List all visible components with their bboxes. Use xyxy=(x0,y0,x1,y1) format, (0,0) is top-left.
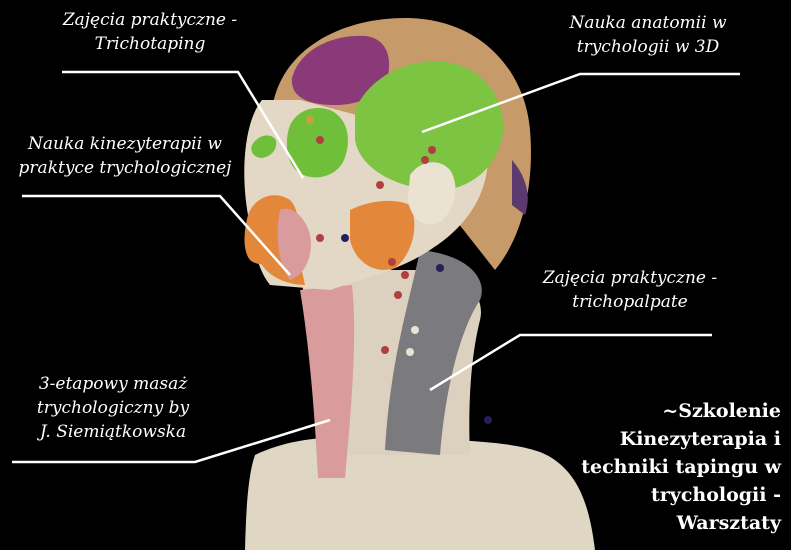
course-title-line4: trychologii - xyxy=(651,484,781,506)
label-massage: 3-etapowy masaż trychologiczny by J. Sie… xyxy=(18,372,208,444)
leader-anatomy xyxy=(421,72,740,134)
pink-cheek xyxy=(277,208,311,280)
label-kinesio-line2: praktyce trychologicznej xyxy=(18,158,232,178)
leader-trichotaping xyxy=(62,70,305,179)
course-title-line1: ~Szkolenie xyxy=(662,400,781,422)
label-kinesiotherapy: Nauka kinezyterapii w praktyce trycholog… xyxy=(10,132,240,180)
label-trichotaping: Zajęcia praktyczne - Trichotaping xyxy=(40,8,260,56)
label-anatomy-line1: Nauka anatomii w xyxy=(569,13,727,33)
green-temporal xyxy=(355,61,504,191)
label-kinesio-line1: Nauka kinezyterapii w xyxy=(28,134,222,154)
course-title-line3: techniki tapingu w xyxy=(581,456,781,478)
label-trichotaping-line2: Trichotaping xyxy=(94,34,206,54)
label-palpate-line2: trichopalpate xyxy=(572,292,688,312)
course-title: ~Szkolenie Kinezyterapia i techniki tapi… xyxy=(551,397,781,537)
label-trichopalpate: Zajęcia praktyczne - trichopalpate xyxy=(520,266,740,314)
leader-palpate xyxy=(429,333,712,392)
course-title-line5: Warsztaty xyxy=(676,512,781,534)
label-trichotaping-line1: Zajęcia praktyczne - xyxy=(62,10,238,30)
green-small xyxy=(251,135,277,158)
leader-massage xyxy=(12,418,331,464)
marker-dots xyxy=(306,116,492,424)
purple-muscle-back xyxy=(512,160,528,215)
leader-lines xyxy=(12,70,740,464)
purple-muscle-top xyxy=(291,35,390,105)
ear xyxy=(408,162,456,225)
neck-pink-strip xyxy=(300,285,355,478)
label-massage-line2: trychologiczny by xyxy=(36,398,190,418)
label-massage-line1: 3-etapowy masaż xyxy=(38,374,188,394)
orange-neck-muscle xyxy=(350,200,415,270)
course-title-line2: Kinezyterapia i xyxy=(619,428,781,450)
label-anatomy-3d: Nauka anatomii w trychologii w 3D xyxy=(548,11,748,59)
leader-kinesio xyxy=(22,194,291,276)
label-massage-line3: J. Siemiątkowska xyxy=(39,422,187,442)
neck-gray-band xyxy=(385,250,482,455)
label-palpate-line1: Zajęcia praktyczne - xyxy=(542,268,718,288)
label-anatomy-line2: trychologii w 3D xyxy=(576,37,720,57)
